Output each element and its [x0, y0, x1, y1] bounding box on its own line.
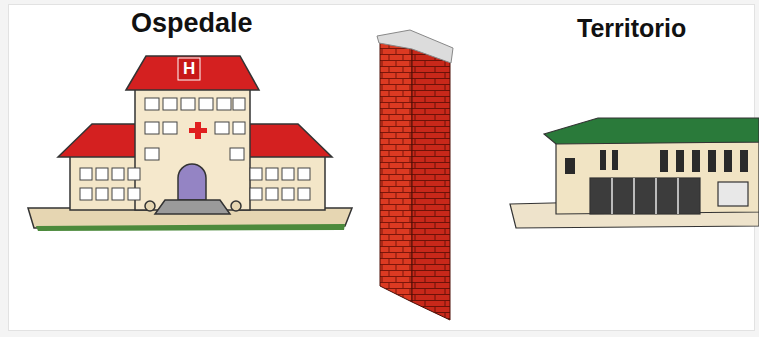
- building-illustration: [510, 118, 759, 228]
- hospital-illustration: [28, 56, 352, 231]
- section-heading: Territorio: [577, 14, 686, 43]
- brick-wall: [377, 30, 453, 320]
- section-heading: Ospedale: [131, 8, 253, 39]
- hospital-sign: H: [183, 59, 195, 79]
